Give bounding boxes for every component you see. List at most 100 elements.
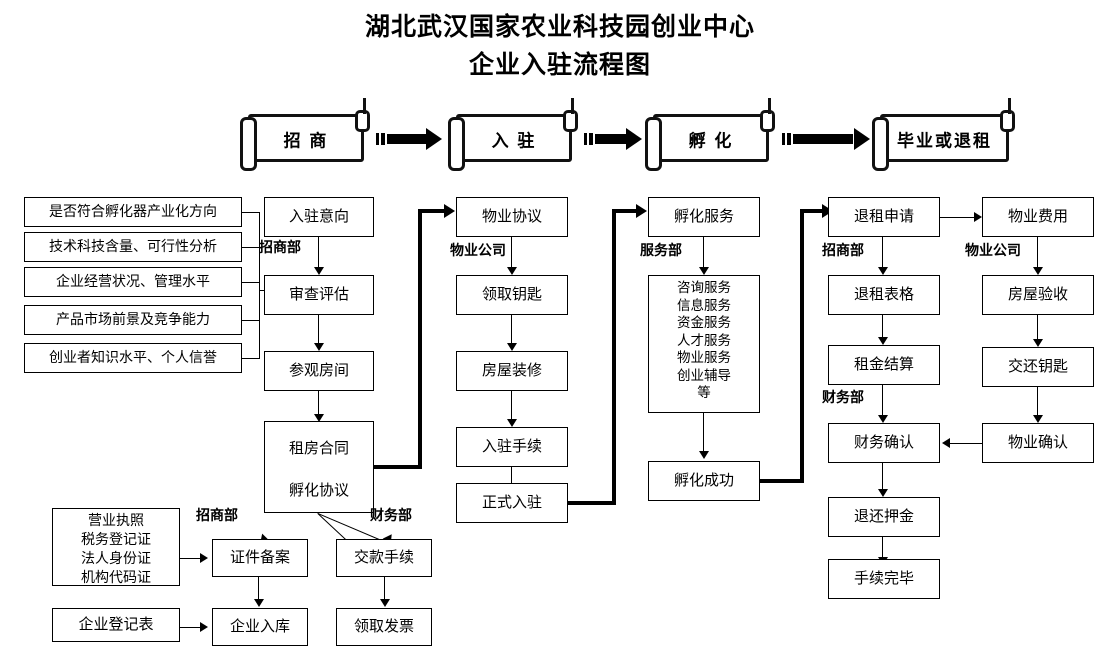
conn-exit-4 bbox=[882, 463, 883, 491]
criteria-stub-5 bbox=[242, 358, 260, 359]
arrow-tick bbox=[584, 133, 587, 145]
step-finance-confirm: 财务确认 bbox=[828, 423, 940, 463]
conn-prop-3 bbox=[511, 391, 512, 421]
arrow-tick bbox=[381, 133, 385, 145]
banner-body bbox=[456, 114, 572, 162]
step-contract: 租房合同 孵化协议 bbox=[264, 421, 374, 513]
step-visit-room: 参观房间 bbox=[264, 351, 374, 391]
route-settle-to-incubate-h2 bbox=[612, 209, 638, 213]
arrow-tick bbox=[782, 133, 785, 145]
arrow-head bbox=[426, 128, 442, 150]
route-success-to-exit-h1 bbox=[760, 479, 804, 483]
arrow-shaft bbox=[595, 134, 627, 144]
step-return-keys: 交还钥匙 bbox=[982, 347, 1094, 387]
route-success-to-exit-head bbox=[822, 204, 833, 218]
route-contract-to-property-h1 bbox=[374, 465, 422, 469]
criteria-box-3: 企业经营状况、管理水平 bbox=[24, 267, 242, 297]
stage-banner-graduate: 毕业或退租 bbox=[872, 98, 1017, 171]
step-rent-settlement: 租金结算 bbox=[828, 345, 940, 385]
conn-hand-1 bbox=[1037, 237, 1038, 269]
contract-line-1: 租房合同 bbox=[288, 440, 349, 457]
step-review: 审查评估 bbox=[264, 275, 374, 315]
banner-stick bbox=[1008, 98, 1011, 114]
criteria-box-5: 创业者知识水平、个人信誉 bbox=[24, 343, 242, 373]
conn-svc-1-head bbox=[699, 267, 709, 275]
conn-exit-2-head bbox=[878, 337, 888, 345]
criteria-bus-line bbox=[259, 212, 260, 359]
conn-prop-2 bbox=[511, 315, 512, 345]
contract-line-2: 孵化协议 bbox=[288, 482, 349, 499]
conn-exit-3-head bbox=[878, 415, 888, 423]
banner-roll-right bbox=[1000, 110, 1015, 132]
arrow-shaft bbox=[793, 134, 853, 144]
conn-payment-to-invoice-head bbox=[380, 599, 390, 607]
arrow-head bbox=[854, 128, 870, 150]
dept-label-handover: 物业公司 bbox=[965, 242, 1021, 258]
conn-visit-contract bbox=[318, 391, 319, 416]
conn-hand-3 bbox=[1037, 387, 1038, 417]
dept-label-property: 物业公司 bbox=[450, 242, 506, 258]
step-intent: 入驻意向 bbox=[264, 197, 374, 237]
conn-filing-to-db bbox=[258, 577, 259, 601]
route-contract-to-property-v bbox=[418, 209, 422, 469]
route-contract-to-property-head bbox=[444, 204, 455, 218]
banner-stick bbox=[363, 98, 366, 114]
conn-handover-to-finance bbox=[950, 443, 982, 444]
conn-exit-to-handover-head bbox=[974, 212, 982, 222]
criteria-stub-1 bbox=[242, 212, 260, 213]
step-official-settle: 正式入驻 bbox=[456, 483, 568, 523]
step-get-invoice: 领取发票 bbox=[336, 608, 432, 646]
dept-label-bottom-left: 招商部 bbox=[196, 507, 238, 523]
criteria-stub-2 bbox=[242, 247, 260, 248]
banner-roll-left bbox=[448, 117, 465, 171]
conn-svc-2-head bbox=[699, 451, 709, 459]
criteria-stub-4 bbox=[242, 320, 260, 321]
conn-hand-2-head bbox=[1033, 339, 1043, 347]
arrow-tick bbox=[376, 133, 379, 145]
conn-prop-4 bbox=[511, 467, 512, 493]
banner-roll-right bbox=[760, 110, 775, 132]
step-renovation: 房屋装修 bbox=[456, 351, 568, 391]
route-settle-to-incubate-v bbox=[612, 209, 616, 505]
dept-label-bottom-right: 财务部 bbox=[370, 507, 412, 523]
conn-exit-5 bbox=[882, 537, 883, 559]
step-incubation-service: 孵化服务 bbox=[648, 197, 760, 237]
conn-docs-to-filing bbox=[180, 558, 202, 559]
banner-roll-left bbox=[240, 117, 257, 171]
step-settle-procedure: 入驻手续 bbox=[456, 427, 568, 467]
step-property-fee: 物业费用 bbox=[982, 197, 1094, 237]
conn-docs-to-filing-head bbox=[200, 553, 208, 563]
banner-body bbox=[248, 114, 364, 162]
stage-arrow-3 bbox=[782, 128, 870, 150]
conn-intent-review bbox=[318, 237, 319, 269]
banner-roll-right bbox=[563, 110, 578, 132]
dept-label-exit-top: 招商部 bbox=[822, 242, 864, 258]
step-get-keys: 领取钥匙 bbox=[456, 275, 568, 315]
step-deposit-refund: 退还押金 bbox=[828, 497, 940, 537]
criteria-box-4: 产品市场前景及竞争能力 bbox=[24, 305, 242, 335]
conn-handover-to-finance-head bbox=[942, 438, 950, 448]
dept-label-exit-mid: 财务部 bbox=[822, 389, 864, 405]
criteria-box-1: 是否符合孵化器产业化方向 bbox=[24, 197, 242, 227]
conn-exit-1 bbox=[882, 237, 883, 269]
conn-svc-1 bbox=[703, 237, 704, 269]
route-success-to-exit-h2 bbox=[800, 209, 824, 213]
conn-visit-contract-head bbox=[314, 414, 324, 422]
dept-label-recruit-top: 招商部 bbox=[259, 239, 301, 255]
criteria-stub-3 bbox=[242, 282, 260, 283]
banner-roll-left bbox=[645, 117, 662, 171]
banner-body bbox=[880, 114, 1009, 162]
conn-intent-review-head bbox=[314, 267, 324, 275]
step-property-agreement: 物业协议 bbox=[456, 197, 568, 237]
conn-prop-1-head bbox=[507, 267, 517, 275]
arrow-tick bbox=[787, 133, 791, 145]
conn-exit-1-head bbox=[878, 267, 888, 275]
step-exit-form: 退租表格 bbox=[828, 275, 940, 315]
conn-exit-4-head bbox=[878, 489, 888, 497]
registration-form-box: 企业登记表 bbox=[52, 608, 180, 642]
step-enterprise-database: 企业入库 bbox=[212, 608, 308, 646]
route-settle-to-incubate-head bbox=[636, 204, 647, 218]
page-title-line1: 湖北武汉国家农业科技园创业中心 bbox=[364, 13, 755, 41]
conn-form-to-db bbox=[180, 627, 202, 628]
banner-stick bbox=[571, 98, 574, 114]
